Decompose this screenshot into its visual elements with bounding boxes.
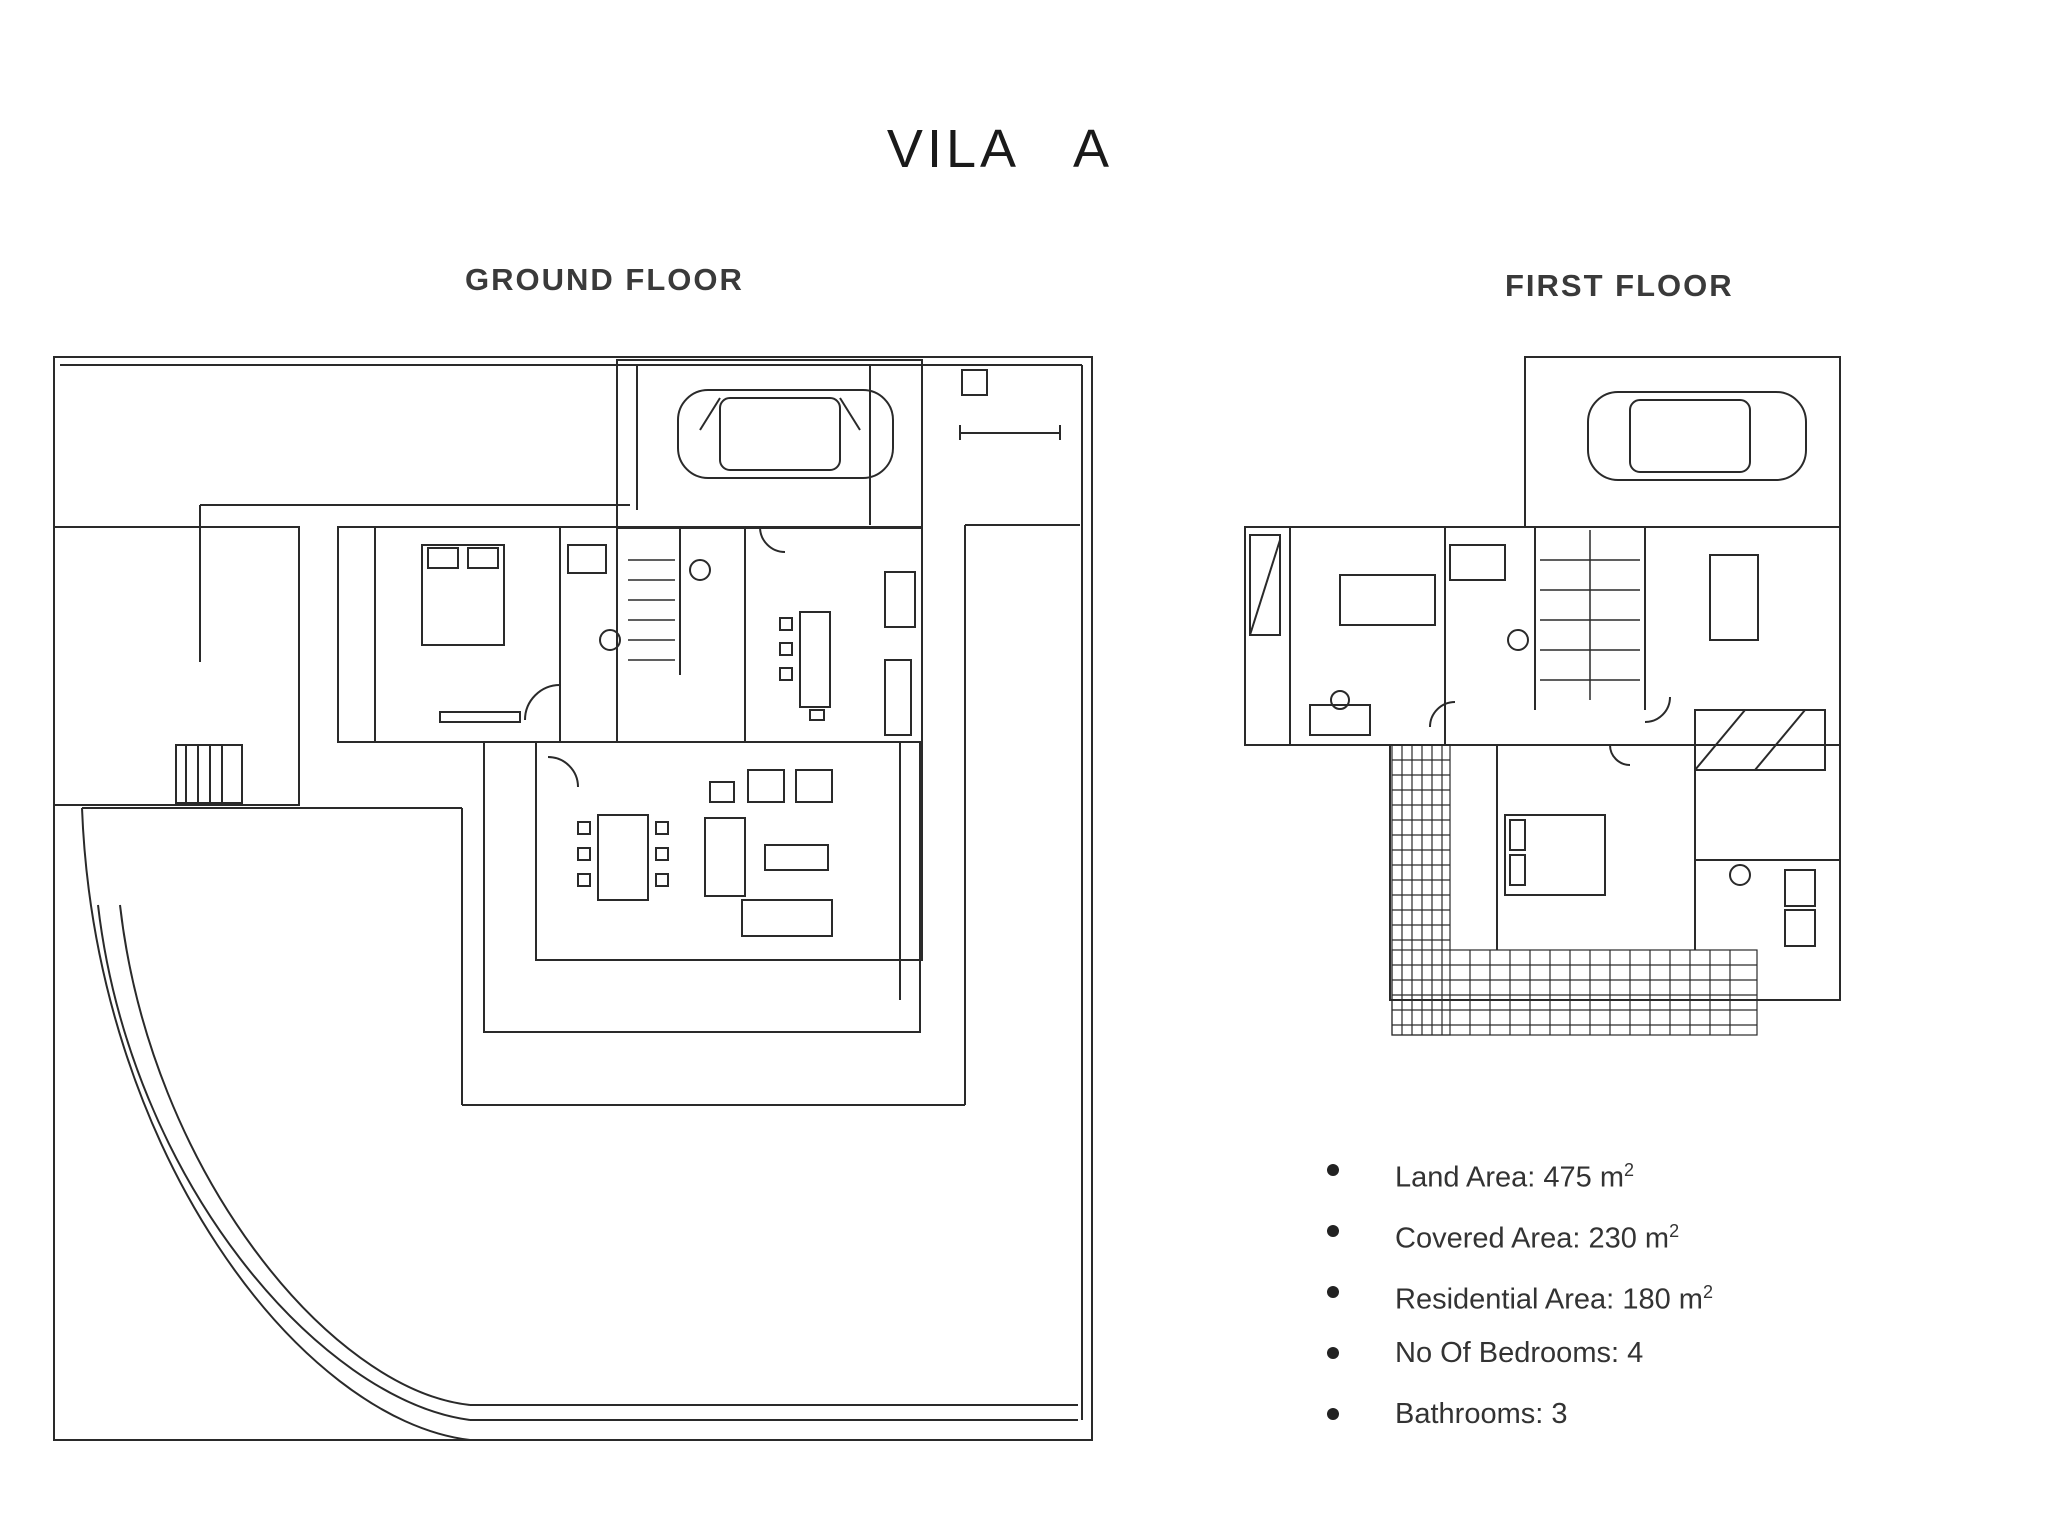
villa-title: VILA A bbox=[886, 119, 1114, 179]
fact-label: Bathrooms: bbox=[1395, 1398, 1544, 1430]
fact-label: Covered Area: bbox=[1395, 1222, 1581, 1255]
fact-value: 230 bbox=[1588, 1222, 1637, 1255]
bullet-icon bbox=[1327, 1225, 1339, 1237]
fact-unit-sup: 2 bbox=[1702, 1282, 1713, 1302]
fact-label: No Of Bedrooms: bbox=[1395, 1337, 1620, 1369]
fact-label: Land Area: bbox=[1395, 1161, 1536, 1194]
fact-covered-area: Covered Area: 230 m2 bbox=[1315, 1201, 1875, 1262]
fact-value: 4 bbox=[1627, 1337, 1644, 1369]
fact-unit: m bbox=[1644, 1222, 1670, 1255]
bullet-icon bbox=[1327, 1347, 1339, 1359]
ground-floor-label: GROUND FLOOR bbox=[465, 262, 744, 297]
fact-bedrooms: No Of Bedrooms: 4 bbox=[1315, 1323, 1875, 1384]
fact-land-area: Land Area: 475 m2 bbox=[1315, 1140, 1875, 1201]
fact-label: Residential Area: bbox=[1395, 1283, 1615, 1316]
fact-unit: m bbox=[1678, 1283, 1703, 1316]
property-facts-list: Land Area: 475 m2 Covered Area: 230 m2 R… bbox=[1315, 1140, 1875, 1445]
bullet-icon bbox=[1327, 1286, 1339, 1298]
fact-value: 3 bbox=[1551, 1398, 1568, 1430]
fact-residential-area: Residential Area: 180 m2 bbox=[1315, 1262, 1875, 1323]
fact-value: 180 bbox=[1622, 1283, 1671, 1316]
fact-unit-sup: 2 bbox=[1623, 1160, 1634, 1180]
fact-unit-sup: 2 bbox=[1669, 1221, 1680, 1241]
first-floor-label: FIRST FLOOR bbox=[1505, 268, 1734, 303]
fact-bathrooms: Bathrooms: 3 bbox=[1315, 1384, 1875, 1445]
bullet-icon bbox=[1327, 1164, 1339, 1176]
bullet-icon bbox=[1327, 1408, 1339, 1420]
fact-unit: m bbox=[1599, 1161, 1624, 1194]
fact-value: 475 bbox=[1543, 1161, 1592, 1194]
plot-boundary bbox=[53, 356, 1093, 1441]
